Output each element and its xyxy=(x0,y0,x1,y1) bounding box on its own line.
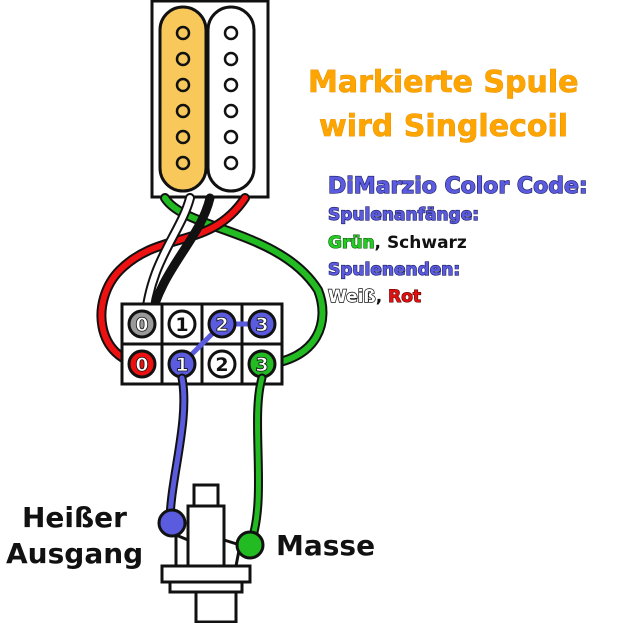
jack-sleeve xyxy=(194,590,238,623)
output-jack xyxy=(160,483,252,623)
terminal-bottom-2 xyxy=(207,349,237,379)
coil-ends-values: Weiß, Rot xyxy=(328,287,421,307)
coil-end-white: Weiß xyxy=(328,287,376,307)
ground-label: Masse xyxy=(276,529,375,562)
coil-starts-values: Grün, Schwarz xyxy=(328,233,467,253)
coil-starts-label: Spulenanfänge: xyxy=(328,205,479,225)
terminal-top-1-label: 1 xyxy=(175,314,188,336)
color-code-heading: DiMarzio Color Code: xyxy=(328,174,588,199)
coil-end-separator: , xyxy=(376,287,388,307)
unmarked-coil-pole-pieces xyxy=(223,25,239,171)
coil-ends-label: Spulenenden: xyxy=(328,260,460,280)
terminal-top-2-label: 2 xyxy=(215,314,228,336)
terminal-top-0 xyxy=(127,309,157,339)
terminal-bottom-0 xyxy=(127,349,157,379)
terminal-bottom-1-label: 1 xyxy=(175,354,188,376)
hot-output-wire xyxy=(167,375,187,525)
terminal-top-0-label: 0 xyxy=(135,314,148,336)
terminal-bottom-2-label: 2 xyxy=(215,354,228,376)
title-line-2: wird Singlecoil xyxy=(319,109,568,144)
ground-output-wire xyxy=(247,375,265,548)
ground-solder-point xyxy=(235,530,265,560)
marked-coil-pole-pieces xyxy=(175,25,191,171)
hot-output-label-line-2: Ausgang xyxy=(6,537,143,570)
jack-hot-lug xyxy=(174,532,190,568)
coil-start-green: Grün xyxy=(328,233,375,253)
terminal-top-3-label: 3 xyxy=(255,314,268,336)
title-line-1: Markierte Spule xyxy=(308,65,578,100)
terminal-top-1 xyxy=(167,309,197,339)
coil-start-separator: , xyxy=(375,233,387,253)
red-wire xyxy=(98,195,248,368)
jack-nut xyxy=(160,564,252,584)
unmarked-coil xyxy=(206,5,256,193)
terminal-bottom-0-label: 0 xyxy=(135,354,148,376)
terminal-bottom-3-label: 3 xyxy=(255,354,268,376)
output-wires xyxy=(165,373,267,550)
terminal-top-2 xyxy=(207,309,237,339)
marked-coil xyxy=(158,5,208,193)
coil-start-black: Schwarz xyxy=(387,233,467,253)
green-wire xyxy=(162,195,326,368)
hot-output-label-line-1: Heißer xyxy=(22,501,127,534)
terminal-strip: 0 1 2 3 0 1 2 3 xyxy=(120,302,284,386)
hot-solder-point xyxy=(157,508,187,538)
humbucker-pickup xyxy=(150,0,270,199)
jack-shaft xyxy=(186,504,226,568)
coil-end-red: Rot xyxy=(388,287,421,307)
terminal-top-3 xyxy=(247,309,277,339)
